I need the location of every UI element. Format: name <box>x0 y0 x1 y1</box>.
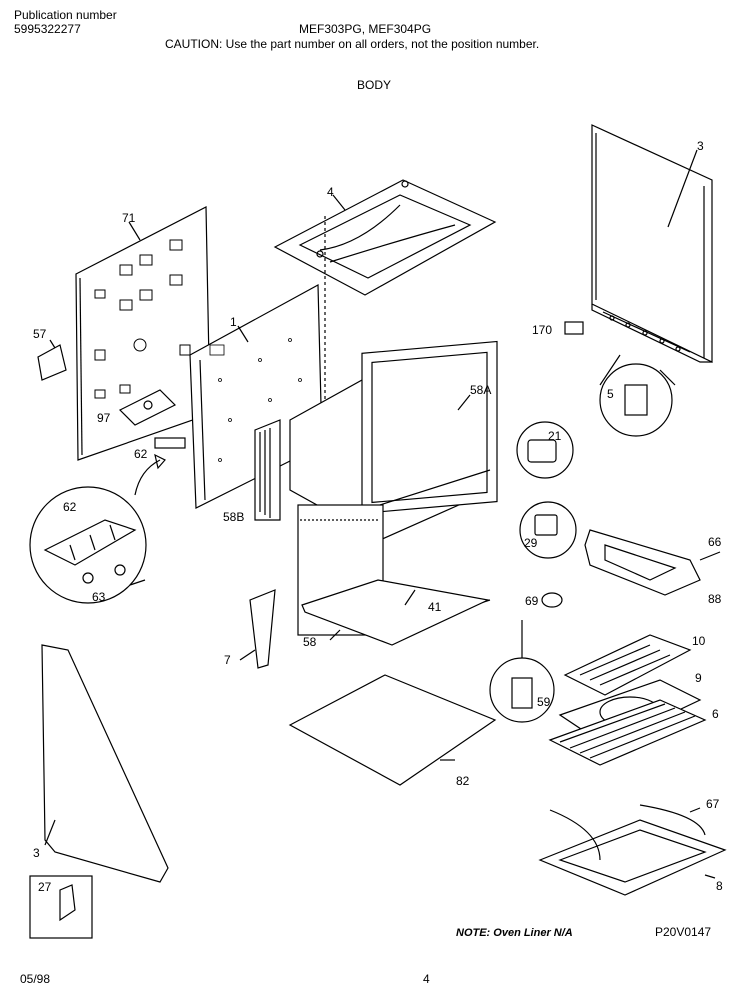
callout-5: 5 <box>607 387 614 401</box>
callout-88: 88 <box>708 592 722 606</box>
publication-number: 5995322277 <box>14 22 81 36</box>
oven-rack <box>548 699 707 766</box>
revision-date: 05/98 <box>20 972 51 986</box>
detail-circle-21 <box>516 421 574 479</box>
section-title: BODY <box>357 78 392 92</box>
callout-41: 41 <box>428 600 442 614</box>
page-number: 4 <box>423 972 430 986</box>
detail-box-27 <box>29 875 93 939</box>
callout-29: 29 <box>524 536 538 550</box>
callout-58a: 58A <box>470 383 491 397</box>
detail-circle-59 <box>489 657 555 723</box>
bracket-57 <box>37 344 67 381</box>
callout-57: 57 <box>33 327 47 341</box>
main-panel <box>189 284 323 509</box>
callout-66: 66 <box>708 535 722 549</box>
side-panel-right <box>591 124 713 363</box>
callout-3-top: 3 <box>697 139 704 153</box>
callout-9: 9 <box>695 671 702 685</box>
callout-4: 4 <box>327 185 334 199</box>
callout-62-small: 62 <box>134 447 148 461</box>
callout-59: 59 <box>537 695 551 709</box>
publication-label: Publication number <box>14 8 117 22</box>
callout-97: 97 <box>97 411 111 425</box>
callout-62-circle: 62 <box>63 500 77 514</box>
bracket-170 <box>564 321 584 335</box>
insulation-base <box>301 579 490 646</box>
callout-21: 21 <box>548 429 562 443</box>
callout-58b: 58B <box>223 510 244 524</box>
callout-63: 63 <box>92 590 106 604</box>
callout-8: 8 <box>716 879 723 893</box>
oven-liner-note: NOTE: Oven Liner N/A <box>456 927 573 939</box>
caution-text: CAUTION: Use the part number on all orde… <box>165 37 540 51</box>
callout-27: 27 <box>38 880 52 894</box>
terminal-block <box>154 437 186 449</box>
callout-170: 170 <box>532 323 552 337</box>
top-cover <box>273 179 497 296</box>
door-hinge <box>249 589 276 669</box>
callout-1: 1 <box>230 315 237 329</box>
callout-82: 82 <box>456 774 470 788</box>
lamp-lens <box>541 592 563 608</box>
bake-element <box>584 529 701 596</box>
callout-58: 58 <box>303 635 317 649</box>
broiler-pan-insert <box>563 634 692 696</box>
callout-3-bottom: 3 <box>33 846 40 860</box>
bracket-97 <box>118 389 177 426</box>
oven-cabinet <box>254 340 498 541</box>
callout-69: 69 <box>525 594 539 608</box>
back-panel <box>75 206 211 461</box>
bottom-panel <box>288 674 497 786</box>
detail-circle-29 <box>519 501 577 559</box>
callout-71: 71 <box>122 211 136 225</box>
callout-6: 6 <box>712 707 719 721</box>
callout-67: 67 <box>706 797 720 811</box>
callout-7: 7 <box>224 653 231 667</box>
callout-10: 10 <box>692 634 706 648</box>
detail-circle-leveling-leg <box>599 363 673 437</box>
broil-element <box>538 804 727 896</box>
side-panel-left <box>41 644 169 883</box>
drawing-code: P20V0147 <box>655 925 712 939</box>
model-numbers: MEF303PG, MEF304PG <box>299 22 432 36</box>
